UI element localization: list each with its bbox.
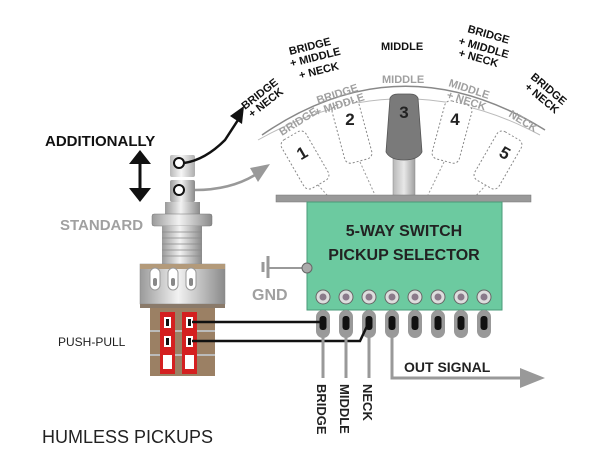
pot-hole-lower <box>173 184 185 196</box>
middle-wire-label: MIDDLE <box>337 384 352 434</box>
switch-body <box>306 201 503 311</box>
switch-terminal <box>315 289 331 338</box>
lever-position-3-active[interactable]: 3 <box>385 93 423 198</box>
wire-out-signal <box>390 330 525 380</box>
gnd-label: GND <box>252 287 288 304</box>
switch-terminal <box>430 289 446 338</box>
switch-terminals <box>315 289 492 338</box>
switch-terminal <box>453 289 469 338</box>
standard-label-3: MIDDLE <box>382 74 424 86</box>
switch-title-line2: PICKUP SELECTOR <box>328 247 480 264</box>
outer-arc <box>261 85 546 136</box>
position-number-4: 4 <box>450 110 460 129</box>
push-pull-label: PUSH-PULL <box>58 335 126 349</box>
additional-arrow <box>183 119 240 165</box>
position-number-2: 2 <box>345 110 354 129</box>
position-number-3: 3 <box>399 103 408 122</box>
standard-arrow <box>194 173 256 192</box>
switch-terminal <box>338 289 354 338</box>
bridge-wire-label: BRIDGE <box>314 384 329 435</box>
push-pull-arrow-icon <box>129 150 151 202</box>
pot-hole-upper <box>173 157 185 169</box>
diagram-title: HUMLESS PICKUPS <box>42 427 213 447</box>
out-signal-label: OUT SIGNAL <box>404 359 491 375</box>
additional-label-3: MIDDLE <box>381 41 423 53</box>
lever-position-5[interactable]: 5 <box>457 129 524 216</box>
neck-wire-label: NECK <box>360 384 375 421</box>
lever-position-2[interactable]: 2 <box>331 99 376 196</box>
additionally-label: ADDITIONALLY <box>45 133 155 150</box>
wire-bottom <box>192 323 370 343</box>
switch-terminal <box>384 289 400 338</box>
switch-terminal <box>476 289 492 338</box>
out-signal-arrow-icon <box>520 368 545 388</box>
lever-position-4[interactable]: 4 <box>427 99 473 196</box>
switch-top-plate <box>275 194 532 203</box>
switch-terminal <box>407 289 423 338</box>
switch-title-line1: 5-WAY SWITCH <box>346 223 462 240</box>
ground-symbol <box>261 256 313 278</box>
standard-label: STANDARD <box>60 217 143 234</box>
